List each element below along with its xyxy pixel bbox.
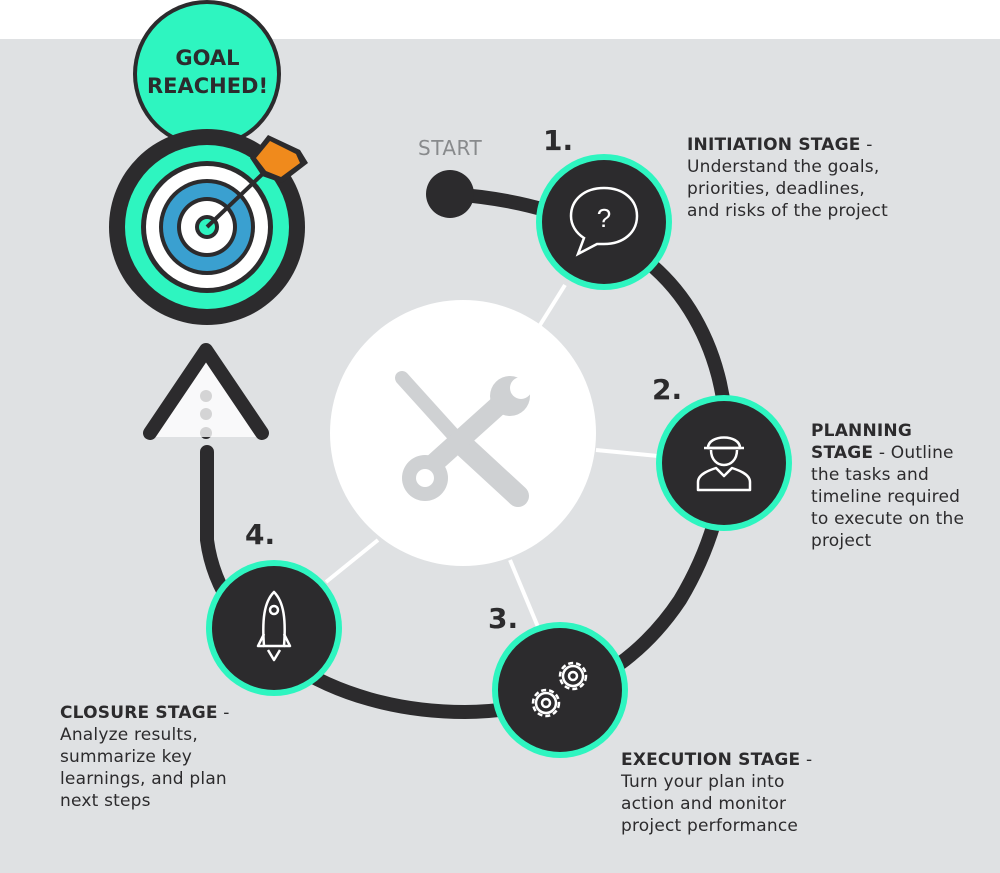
rocket-icon — [256, 590, 292, 662]
stage-4-number: 4. — [245, 518, 276, 551]
stage-1-badge: ? — [536, 154, 672, 290]
svg-text:?: ? — [597, 203, 611, 233]
stage-2-number: 2. — [652, 373, 683, 406]
stage-2-text: PLANNING STAGE - Outline the tasks and t… — [811, 421, 965, 551]
question-bubble-icon — [569, 186, 639, 257]
stage-4-badge — [206, 560, 342, 696]
stage-3-badge — [492, 622, 628, 758]
stage-2-title: PLANNING STAGE — [811, 421, 913, 463]
stage-3-number: 3. — [488, 602, 519, 635]
stage-3-description: Turn your plan into action and monitor p… — [621, 772, 799, 836]
arrow-icon — [205, 135, 308, 229]
stage-4-title: CLOSURE STAGE — [60, 703, 218, 723]
goal-line-2: REACHED! — [146, 74, 269, 98]
start-label: START — [418, 136, 483, 160]
goal-text: GOAL REACHED! — [140, 44, 275, 100]
stage-1-number: 1. — [543, 124, 574, 157]
stage-1-description: Understand the goals, priorities, deadli… — [687, 157, 888, 221]
stage-1-title: INITIATION STAGE — [687, 135, 861, 155]
gears-icon — [531, 661, 588, 718]
worker-hardhat-icon — [696, 436, 752, 492]
goal-line-1: GOAL — [175, 46, 240, 70]
stage-2-badge — [656, 395, 792, 531]
stage-1-text: INITIATION STAGE - Understand the goals,… — [687, 135, 888, 221]
up-arrow-icon — [143, 343, 269, 440]
wrench-screwdriver-icon — [395, 371, 532, 507]
stage-2-description: Outline the tasks and timeline required … — [811, 443, 965, 551]
start-dot — [426, 170, 474, 218]
stage-3-title: EXECUTION STAGE — [621, 750, 801, 770]
stage-3-text: EXECUTION STAGE - Turn your plan into ac… — [621, 750, 813, 836]
stage-4-description: Analyze results, summarize key learnings… — [60, 725, 227, 811]
stage-4-text: CLOSURE STAGE - Analyze results, summari… — [60, 703, 230, 811]
